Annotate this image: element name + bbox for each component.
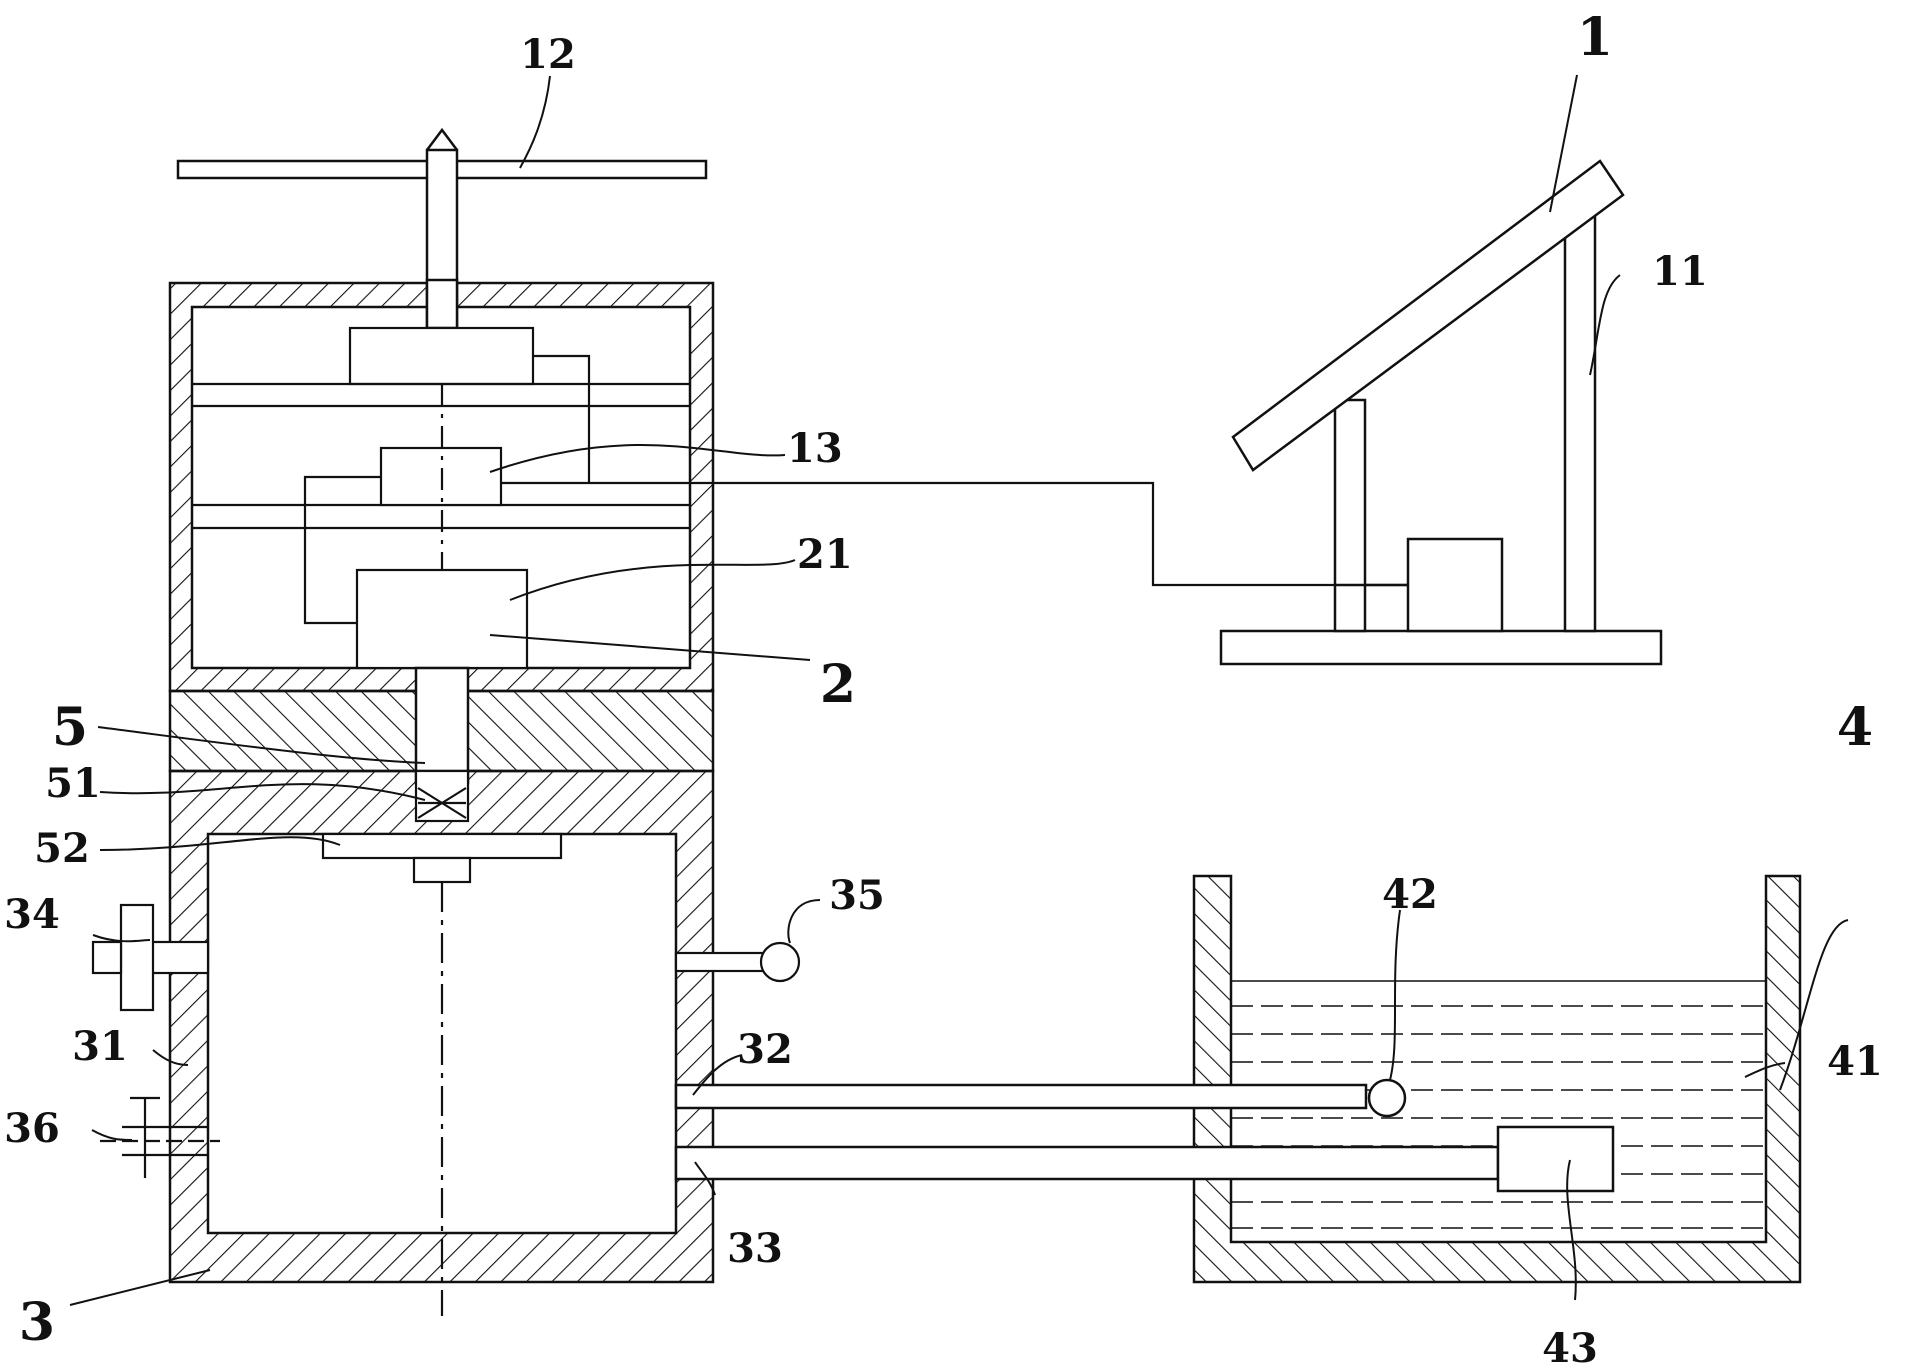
label-36: 36	[4, 1105, 60, 1152]
label-11: 11	[1652, 248, 1708, 295]
label-4: 4	[1837, 697, 1873, 758]
fitting-35	[674, 941, 801, 983]
label-13: 13	[787, 425, 843, 472]
label-42: 42	[1382, 871, 1438, 918]
pipe-33	[674, 1125, 1615, 1193]
water-tank	[1192, 874, 1802, 1284]
label-43: 43	[1542, 1325, 1598, 1366]
callout-labels: 12 1 11 13 21 2 5 51 52 34 35 4 42 41 31…	[4, 7, 1883, 1371]
leader-lines	[69, 74, 1849, 1306]
label-21: 21	[797, 531, 853, 578]
fitting-34	[91, 903, 210, 1012]
shaft-through-top	[425, 278, 459, 330]
label-2: 2	[820, 654, 856, 715]
fitting-36	[100, 1096, 220, 1178]
valve-assembly	[321, 769, 563, 1316]
label-34: 34	[4, 891, 60, 938]
label-5: 5	[52, 697, 88, 758]
label-52: 52	[34, 825, 90, 872]
upper-housing-internals	[192, 326, 1410, 670]
label-32: 32	[737, 1026, 793, 1073]
label-35: 35	[829, 872, 885, 919]
label-12: 12	[520, 31, 576, 78]
label-1: 1	[1577, 7, 1613, 68]
pipe-32	[674, 1078, 1407, 1118]
water-level-lines	[1231, 980, 1766, 1229]
label-33: 33	[727, 1225, 783, 1272]
label-51: 51	[45, 760, 101, 807]
label-41: 41	[1827, 1038, 1883, 1085]
label-31: 31	[72, 1023, 128, 1070]
label-3: 3	[19, 1292, 55, 1353]
solar-panel-assembly	[1219, 159, 1663, 666]
